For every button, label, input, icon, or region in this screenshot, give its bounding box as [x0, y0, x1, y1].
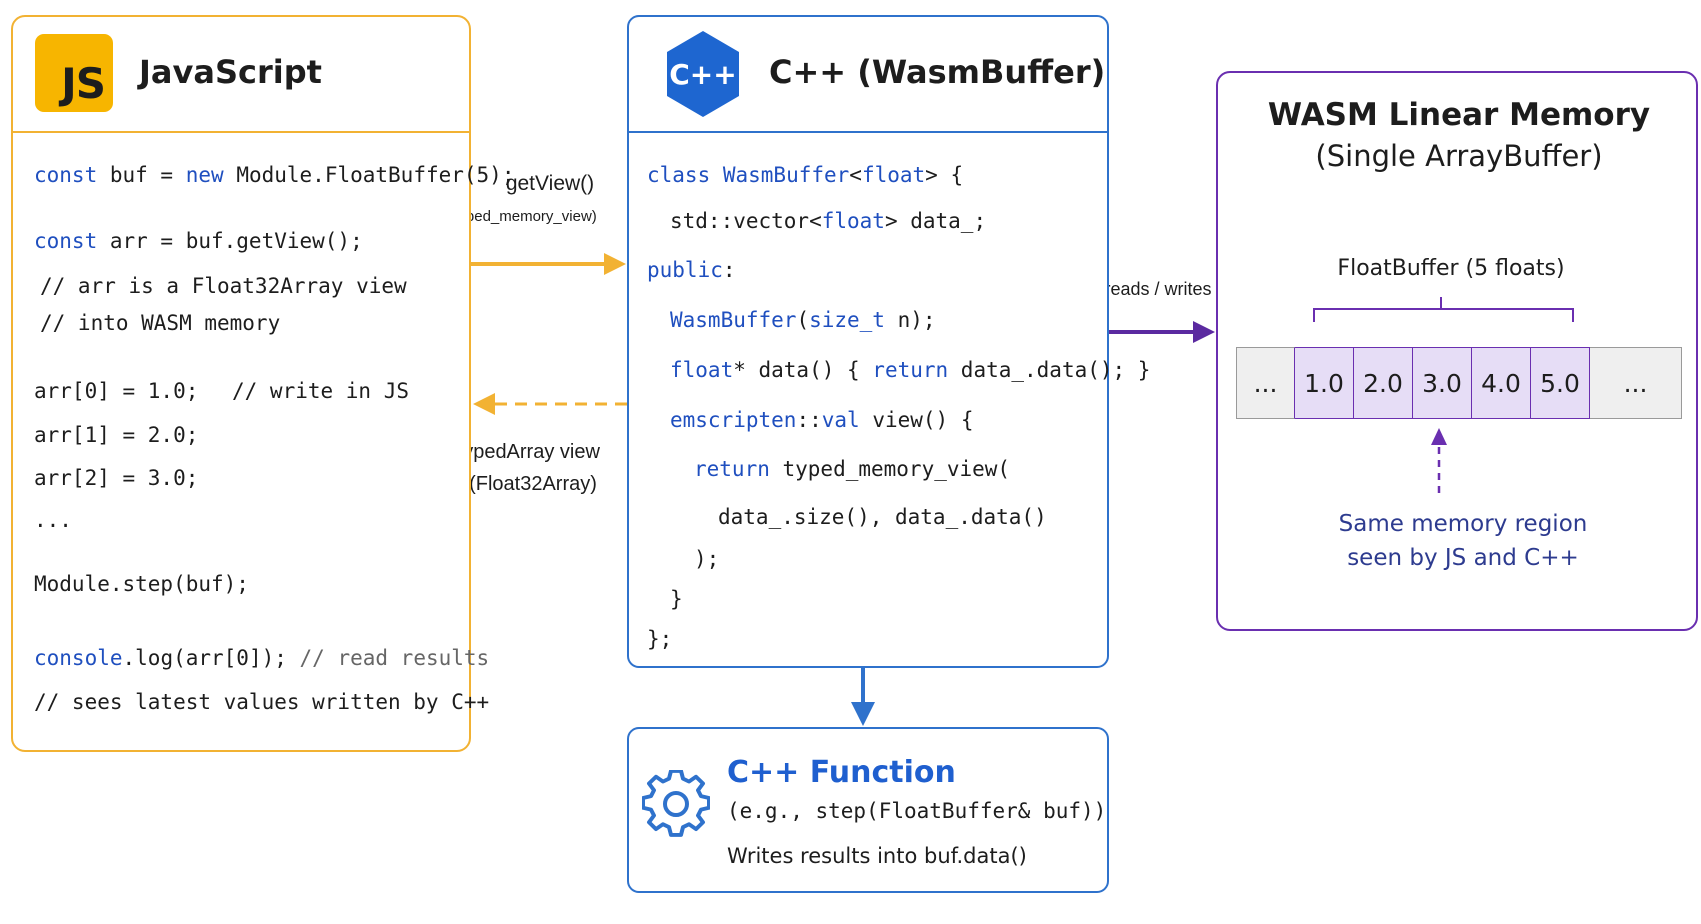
js-code-line-3: // arr is a Float32Array view: [40, 274, 407, 298]
memory-note-line-2: seen by JS and C++: [1347, 545, 1579, 571]
cpp-logo: C++: [667, 31, 739, 117]
js-code-line-1: const buf = new Module.FloatBuffer(5);: [34, 163, 515, 187]
js-code-line-4: // into WASM memory: [40, 311, 281, 335]
memory-cell-ellipsis-right: ...: [1590, 347, 1682, 419]
cpp-code-line-9: );: [694, 547, 720, 571]
cpp-code-line-7: return typed_memory_view(: [694, 457, 1011, 481]
cpp-panel: C++ C++ (WasmBuffer) class WasmBuffer<fl…: [627, 15, 1150, 668]
down-arrow: [851, 668, 875, 726]
memory-cell: 2.0: [1354, 347, 1413, 419]
memory-cells: ... 1.0 2.0 3.0 4.0 5.0 ...: [1236, 347, 1682, 419]
gear-icon: [642, 770, 710, 837]
memory-title: WASM Linear Memory: [1267, 97, 1651, 133]
cpp-code-line-6: emscripten::val view() {: [670, 408, 974, 432]
wasm-memory-panel: WASM Linear Memory (Single ArrayBuffer) …: [1216, 71, 1698, 631]
cpp-code-line-10: }: [670, 587, 683, 611]
memory-annotations: [1313, 297, 1574, 493]
cpp-code-line-11: };: [647, 627, 673, 651]
cpp-code-line-1: class WasmBuffer<float> {: [647, 163, 964, 187]
cpp-function-signature: (e.g., step(FloatBuffer& buf)): [727, 799, 1107, 823]
floatbuffer-label: FloatBuffer (5 floats): [1337, 256, 1565, 281]
cpp-title: C++ (WasmBuffer): [769, 53, 1106, 91]
reads-writes-arrow: [1109, 321, 1215, 343]
getview-label: getView(): [505, 172, 595, 195]
js-code-line-5: arr[0] = 1.0;: [34, 379, 199, 403]
cpp-code-line-5: float* data() { return data_.data(); }: [670, 358, 1151, 382]
javascript-header: JS JavaScript: [13, 17, 469, 133]
js-code-line-11: // sees latest values written by C++: [34, 690, 490, 714]
cpp-code-line-2: std::vector<float> data_;: [670, 209, 987, 233]
typedarray-sublabel: (Float32Array): [469, 473, 597, 495]
svg-text:C++: C++: [669, 58, 736, 91]
getview-sublabel: (typed_memory_view): [449, 208, 597, 225]
js-code-line-9: Module.step(buf);: [34, 572, 249, 596]
cpp-function-title: C++ Function: [727, 755, 956, 790]
js-code-line-5-comment: // write in JS: [232, 379, 410, 403]
js-code-line-8: ...: [34, 508, 72, 532]
js-logo: JS: [35, 34, 113, 112]
getview-arrow: [471, 253, 626, 275]
javascript-panel: JS JavaScript const buf = new Module.Flo…: [11, 15, 514, 752]
javascript-title: JavaScript: [139, 53, 322, 91]
typedarray-arrow: [473, 393, 627, 415]
cpp-header: C++ C++ (WasmBuffer): [629, 17, 1107, 133]
memory-note-line-1: Same memory region: [1338, 511, 1588, 537]
memory-cell: 4.0: [1472, 347, 1531, 419]
js-code-line-7: arr[2] = 3.0;: [34, 466, 199, 490]
cpp-function-description: Writes results into buf.data(): [727, 844, 1027, 868]
typedarray-label: TypedArray view: [452, 441, 600, 463]
cpp-code-line-3: public:: [647, 258, 736, 282]
cpp-code-line-4: WasmBuffer(size_t n);: [670, 308, 936, 332]
memory-cell-ellipsis-left: ...: [1236, 347, 1295, 419]
cpp-function-panel: C++ Function (e.g., step(FloatBuffer& bu…: [627, 727, 1109, 893]
memory-subtitle: (Single ArrayBuffer): [1315, 139, 1603, 173]
js-code-line-6: arr[1] = 2.0;: [34, 423, 199, 447]
cpp-code-line-8: data_.size(), data_.data(): [718, 505, 1047, 529]
js-code-line-2: const arr = buf.getView();: [34, 229, 363, 253]
memory-cell: 3.0: [1413, 347, 1472, 419]
memory-cell: 1.0: [1295, 347, 1354, 419]
memory-cell: 5.0: [1531, 347, 1590, 419]
reads-writes-label: reads / writes: [1104, 279, 1212, 299]
js-code-line-10: console.log(arr[0]); // read results: [34, 646, 490, 670]
